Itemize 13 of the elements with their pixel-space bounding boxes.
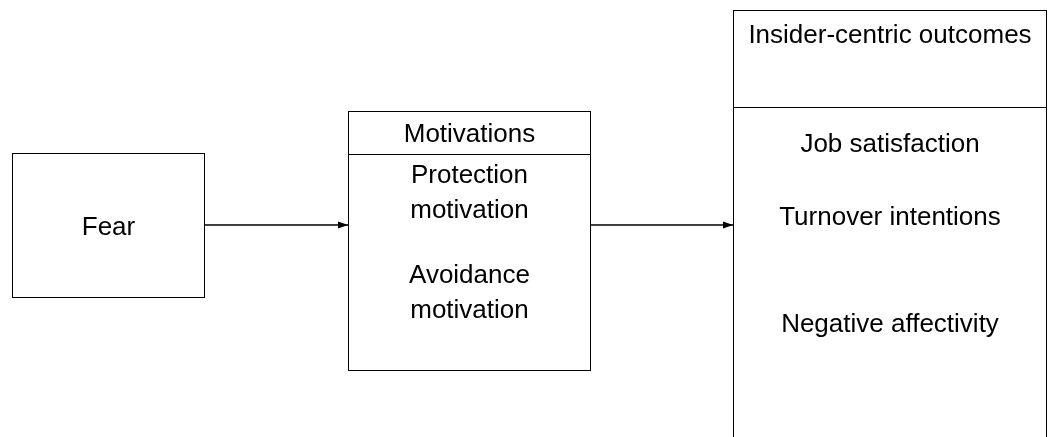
- box-heading: Insider-centric outcomes: [747, 18, 1033, 51]
- arrow: [590, 221, 734, 229]
- box-text: Turnover intentions: [778, 200, 1002, 233]
- process-box: [12, 153, 205, 298]
- box-text: Negative affectivity: [780, 307, 1000, 340]
- box-text: Job satisfaction: [799, 127, 981, 160]
- box-text: Avoidance motivation: [408, 258, 531, 326]
- process-box: [348, 111, 591, 371]
- box-text: Fear: [80, 209, 137, 242]
- box-heading: Motivations: [402, 117, 537, 150]
- arrow: [204, 221, 349, 229]
- process-box: [733, 10, 1047, 437]
- box-text: Protection motivation: [409, 158, 530, 226]
